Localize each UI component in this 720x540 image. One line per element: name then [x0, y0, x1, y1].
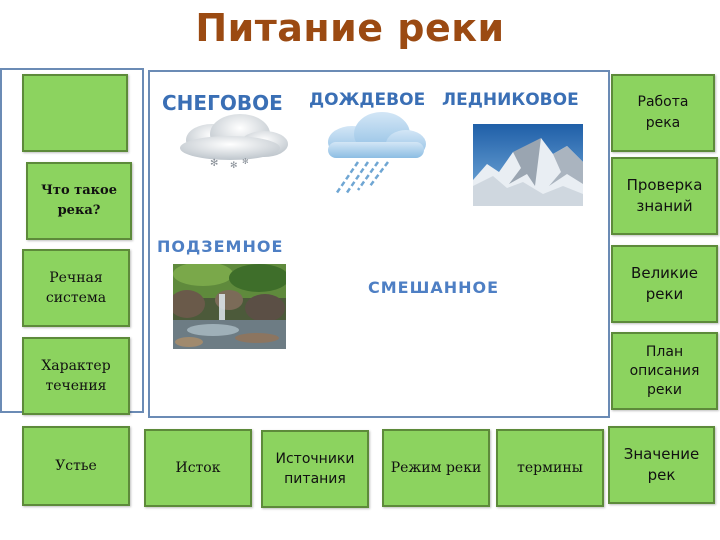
river-system-button[interactable]: Речная система [22, 249, 130, 327]
great-rivers-label: Великие реки [631, 264, 698, 303]
svg-text:✻: ✻ [230, 161, 238, 171]
terms-label: термины [517, 460, 583, 476]
page-title: Питание реки [195, 6, 505, 50]
river-system-label: Речная система [45, 270, 107, 306]
source-label: Исток [175, 460, 221, 476]
regime-label: Режим реки [390, 460, 482, 476]
what-is-river-label: Что такое река? [41, 183, 117, 218]
work-river-button[interactable]: Работа река [611, 74, 715, 152]
feeding-sources-label: Источники питания [275, 451, 355, 487]
snow-cloud-icon: ✻ ✻ ✻ [180, 114, 288, 171]
description-plan-button[interactable]: План описания реки [611, 332, 718, 410]
snow-label[interactable]: СНЕГОВОЕ [162, 91, 283, 115]
underground-label[interactable]: ПОДЗЕМНОЕ [157, 237, 284, 256]
knowledge-check-button[interactable]: Проверка знаний [611, 157, 718, 235]
mouth-button[interactable]: Устье [22, 426, 130, 506]
importance-label: Значение рек [623, 445, 700, 484]
rain-label[interactable]: ДОЖДЕВОЕ [309, 90, 426, 110]
feeding-sources-button[interactable]: Источники питания [261, 430, 369, 508]
glacier-label[interactable]: ЛЕДНИКОВОЕ [442, 90, 579, 110]
flow-character-label: Характер течения [41, 358, 111, 394]
svg-text:✻: ✻ [242, 157, 249, 166]
svg-text:✻: ✻ [210, 158, 218, 169]
regime-button[interactable]: Режим реки [382, 429, 490, 507]
rain-cloud-icon [328, 112, 426, 195]
what-is-river-button[interactable]: Что такое река? [26, 162, 132, 240]
flow-character-button[interactable]: Характер течения [22, 337, 130, 415]
mouth-label: Устье [55, 458, 97, 474]
importance-button[interactable]: Значение рек [608, 426, 715, 504]
work-river-label: Работа река [637, 94, 689, 131]
terms-button[interactable]: термины [496, 429, 604, 507]
underground-spring-image [173, 264, 286, 349]
empty-button[interactable] [22, 74, 128, 152]
source-button[interactable]: Исток [144, 429, 252, 507]
glacier-mountains-image [473, 124, 583, 206]
description-plan-label: План описания реки [629, 343, 700, 398]
mixed-label[interactable]: СМЕШАННОЕ [368, 278, 500, 297]
great-rivers-button[interactable]: Великие реки [611, 245, 718, 323]
knowledge-check-label: Проверка знаний [626, 176, 703, 215]
